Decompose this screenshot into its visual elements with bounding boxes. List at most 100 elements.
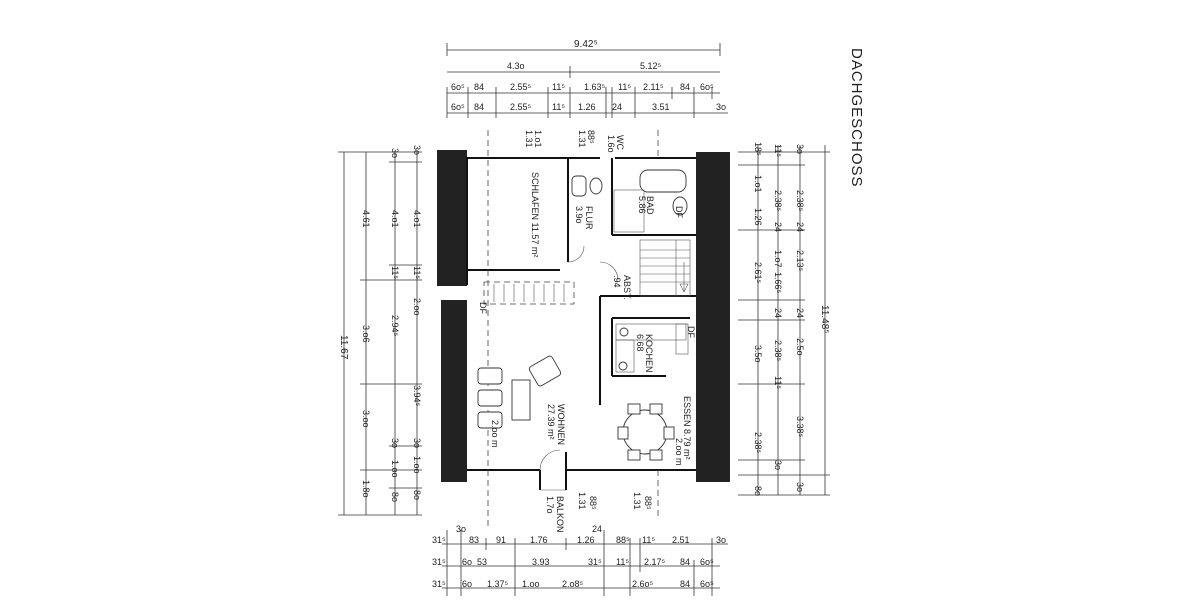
bottom-row2-dim: 6o⁵ <box>700 557 714 567</box>
armchair-icon <box>528 355 562 387</box>
opening-dim: 1.31 <box>577 492 587 510</box>
right-col2-dim: 3o <box>773 460 783 470</box>
right-col1-dim: 2.38⁵ <box>753 432 763 454</box>
left-col2-dim: 3.oo <box>361 410 371 428</box>
left-col4-dim: 8o <box>412 490 422 500</box>
left-col2-dim: 3.o6 <box>361 325 371 343</box>
right-col2-dim: 1.o7 <box>773 250 783 268</box>
roof-band-right <box>696 152 730 482</box>
chair-icon <box>663 426 675 440</box>
right-col2-dim: 24 <box>773 308 783 318</box>
room-label-wc: WC <box>615 135 625 150</box>
top-row2-dim: 2.11⁵ <box>643 82 664 92</box>
top-row3-dim: 1.26 <box>578 102 596 112</box>
right-col3-dim: 3o <box>795 144 805 154</box>
ceiling-height-label: 2.oo m <box>490 420 500 448</box>
right-dimension-chains: 18⁵ 1.o1 1.26 2.61⁵ 3.5o 2.38⁵ 8o 11⁵ 2.… <box>738 142 830 496</box>
right-col1-dim: 3.5o <box>753 345 763 363</box>
chair-icon <box>649 449 663 461</box>
right-col2-dim: 2.38⁵ <box>773 190 783 212</box>
bottom-row3-dim: 2.o8⁵ <box>562 579 584 589</box>
misc-annotations: DF DF DF 2.oo m 2.oo m 1.o1 1.31 88⁵ 1.3… <box>478 130 696 510</box>
bottom-row1-dim: 1.76 <box>530 535 548 545</box>
left-dimension-chains: 11.67 4.61 3.o6 3.oo 1.8o 3o 4.o1 11⁵ 2.… <box>338 145 422 516</box>
top-row3-dim: 3.51 <box>652 102 670 112</box>
opening-dim: 88⁵ <box>586 130 596 144</box>
room-area-bad: 5.86 <box>637 196 647 214</box>
doors <box>539 245 619 471</box>
lower-staircase <box>483 281 575 305</box>
bottom-row2-dim: 3.93 <box>532 557 550 567</box>
armchair-icon <box>477 411 503 429</box>
right-col1-dim: 8o <box>753 486 763 496</box>
bottom-row1-dim: 3o <box>716 535 726 545</box>
top-row3-dim: 3o <box>716 102 726 112</box>
bottom-dimension-chains: 3o 24 31⁵ 83 91 1.76 1.26 88⁵ 11⁵ 2.51 3… <box>432 524 728 596</box>
opening-dim: 1.31 <box>632 492 642 510</box>
top-row3-dim: 24 <box>612 102 622 112</box>
bottom-row1-dim: 83 <box>469 535 479 545</box>
top-row2-dim: 84 <box>680 82 690 92</box>
right-col3-dim: 3o <box>795 482 805 492</box>
top-row3-dim: 11⁵ <box>552 102 565 112</box>
room-area-kochen: 6.68 <box>635 334 645 352</box>
room-label-balkon: BALKON <box>555 496 565 533</box>
chair-icon <box>627 403 641 415</box>
living-furniture <box>477 355 562 429</box>
room-label-kochen: KOCHEN <box>644 334 654 373</box>
room-labels: SCHLAFEN 11.57 m² FLUR 3.9o BAD 5.86 WC … <box>530 135 692 533</box>
bottom-row3-dim: 6o⁵ <box>700 579 714 589</box>
right-overall-dim: 11.48⁵ <box>819 305 830 333</box>
right-col3-dim: 3.38⁵ <box>795 416 805 438</box>
kitchen-fixtures <box>615 323 689 373</box>
staircase <box>639 239 691 297</box>
right-col2-dim: 2.38⁵ <box>773 340 783 362</box>
top-overall-dim: 9.42⁵ <box>574 39 598 50</box>
room-label-wohnen: WOHNEN <box>556 404 566 445</box>
bottom-row2-dim: 11⁵ <box>616 557 629 567</box>
left-col4-dim: 11⁵ <box>412 266 422 279</box>
bottom-row3-dim: 6o <box>462 579 472 589</box>
door-swing-icon <box>567 245 585 263</box>
bottom-row1-dim: 88⁵ <box>616 535 630 545</box>
bottom-row1-dim: 31⁵ <box>432 535 446 545</box>
left-col4-dim: 3o <box>412 145 422 155</box>
coffee-table-icon <box>511 379 531 421</box>
room-area-balkon: 1.7o <box>545 496 555 514</box>
left-col4-dim: 4.o1 <box>412 210 422 228</box>
opening-dim: 1.31 <box>577 130 587 148</box>
left-col4-dim: 3o <box>412 438 422 448</box>
opening-dim: 88⁵ <box>643 496 653 510</box>
top-row2-dim: 11⁵ <box>618 82 631 92</box>
room-area-abst: .94 <box>612 275 622 288</box>
top-row2-dim: 84 <box>474 82 484 92</box>
bottom-row2-dim: 31⁵ <box>588 557 602 567</box>
top-row2-dim: 1.63⁵ <box>584 82 606 92</box>
toilet-icon <box>571 175 587 197</box>
right-col2-dim: 24 <box>773 222 783 232</box>
bottom-row3-dim: 2.6o⁵ <box>632 579 654 589</box>
top-row1-dim: 4.3o <box>507 61 525 71</box>
left-col3-dim: 1.oo <box>390 460 400 478</box>
chair-icon <box>649 403 663 415</box>
bottom-row2-dim: 2.17⁵ <box>644 557 666 567</box>
bottom-row2-dim: 6o <box>462 557 472 567</box>
left-col3-dim: 8o <box>390 492 400 502</box>
opening-dim: 88⁵ <box>588 496 598 510</box>
right-col2-dim: 1.66⁵ <box>773 272 783 294</box>
washbasin-icon <box>589 177 603 195</box>
bathtub-icon <box>639 169 687 193</box>
opening-dim: 1.31 <box>524 130 534 148</box>
toilet-icon <box>672 196 688 216</box>
kitchen-counter-icon <box>615 339 635 373</box>
right-col3-dim: 2.38⁵ <box>795 190 805 212</box>
left-col4-dim: 1.oo <box>412 456 422 474</box>
right-col2-dim: 11⁵ <box>773 144 783 157</box>
top-row2-dim: 6o⁵ <box>700 82 714 92</box>
bottom-row2-dim: 53 <box>477 557 487 567</box>
bottom-row3-dim: 84 <box>680 579 690 589</box>
bottom-extra-dim: 24 <box>592 524 602 534</box>
sink-icon <box>619 327 629 337</box>
df-label: DF <box>478 302 488 314</box>
